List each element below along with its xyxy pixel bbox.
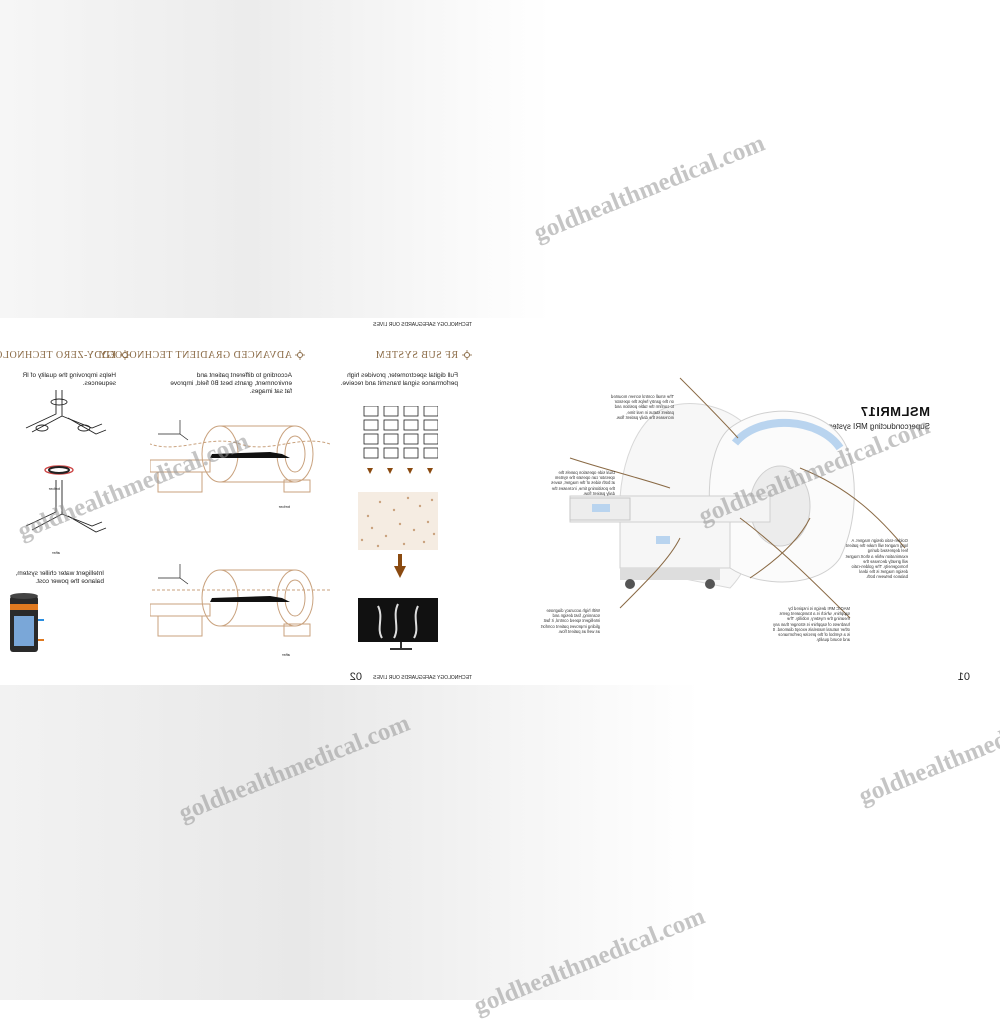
sun-icon <box>295 350 305 360</box>
page-number: 02 <box>349 671 362 683</box>
chiller-text: Intelligent water chiller system, balanc… <box>15 570 104 585</box>
callout-text: The small control screen mounted on the … <box>610 394 674 420</box>
rf-diagram <box>358 406 438 650</box>
figure-label: after <box>51 550 60 555</box>
section-title: EDDY-ZERO TECHNOLOGY <box>0 350 116 361</box>
gradient-diagram-after <box>150 564 330 637</box>
section-title: RF SUB SYSTEM <box>375 350 458 361</box>
section-body: Full digital spectrometer, provides high… <box>340 372 458 387</box>
technology-page: TECHNOLOGY SAFEGUARDS OUR LIVES RF SUB S… <box>0 318 480 685</box>
brochure-spread: TECHNOLOGY SAFEGUARDS OUR LIVES RF SUB S… <box>0 318 1000 685</box>
figure-label: before <box>278 504 290 509</box>
sun-icon <box>462 350 472 360</box>
running-header: TECHNOLOGY SAFEGUARDS OUR LIVES <box>373 322 472 328</box>
callout-text: With high accuracy diagnose scanning, fa… <box>540 608 600 634</box>
mirrored-content: TECHNOLOGY SAFEGUARDS OUR LIVES RF SUB S… <box>0 318 1000 685</box>
eddy-diagram <box>25 390 107 533</box>
water-chiller-image <box>10 593 44 652</box>
page-number: 01 <box>957 671 970 683</box>
callout-text: MAGIC MRI design is inspired by sapphire… <box>772 606 850 643</box>
figure-label: after <box>281 652 290 657</box>
sun-icon <box>120 350 130 360</box>
gradient-diagram-before <box>150 420 330 493</box>
callout-text: Golden-ratio design magnet. A long magne… <box>845 538 908 580</box>
callout-text: Dual side operation panels the operator … <box>551 470 615 496</box>
figure-label: before <box>48 486 60 491</box>
background-bottom <box>0 685 1000 1000</box>
section-body: According to different patient and envir… <box>170 372 292 395</box>
background-top <box>0 0 1000 318</box>
mri-scanner-image <box>569 403 855 589</box>
running-footer: TECHNOLOGY SAFEGUARDS OUR LIVES <box>373 675 472 681</box>
product-page: MSLMRI17 Superconducting MRI system <box>480 318 1000 685</box>
callout-lines <box>569 377 906 619</box>
